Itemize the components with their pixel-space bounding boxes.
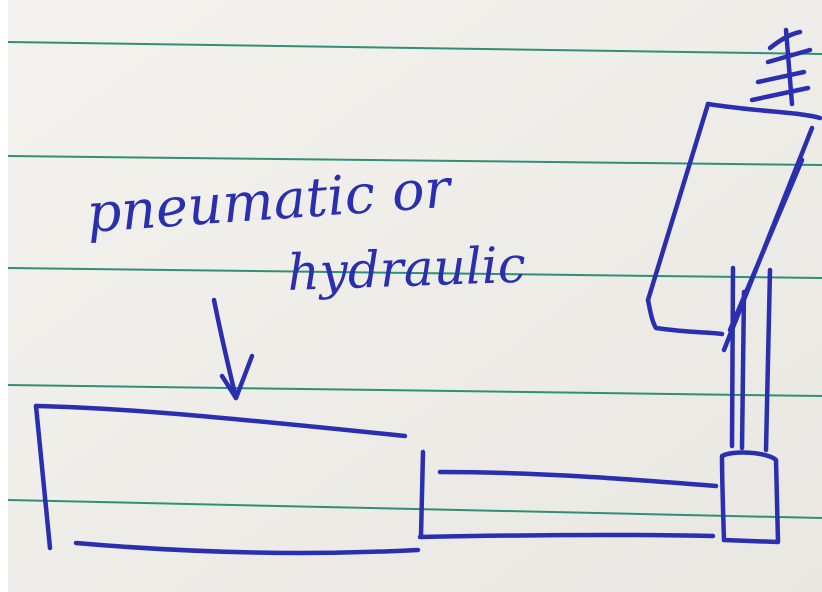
label-hydraulic: hydraulic: [286, 236, 526, 302]
